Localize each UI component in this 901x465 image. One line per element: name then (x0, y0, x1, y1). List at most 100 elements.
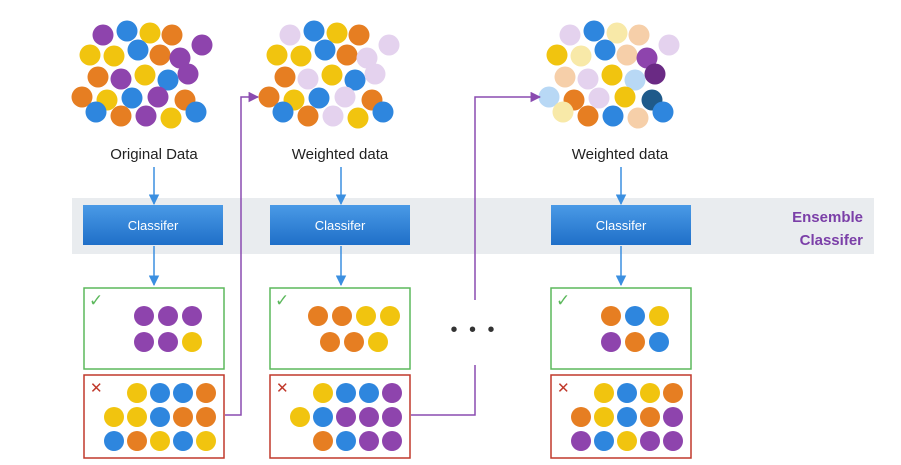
data-point-yellow (103, 45, 125, 67)
data-point-light-purple (577, 68, 599, 90)
data-point-light-purple (364, 63, 386, 85)
check-icon: ✓ (89, 291, 103, 311)
data-point-blue (157, 69, 179, 91)
data-point-blue (104, 431, 124, 451)
data-point-orange (313, 431, 333, 451)
data-point-light-purple (334, 86, 356, 108)
data-point-purple (147, 86, 169, 108)
check-icon: ✓ (556, 291, 570, 311)
data-point-purple (135, 105, 157, 127)
data-point-orange (127, 431, 147, 451)
stage-weighted-2: Weighted data Classifer ✓ ✕ (538, 20, 692, 459)
data-point-yellow (79, 44, 101, 66)
data-point-blue (625, 306, 645, 326)
data-point-yellow (326, 22, 348, 44)
data-point-purple (336, 407, 356, 427)
data-point-purple (134, 332, 154, 352)
data-point-blue (583, 20, 605, 42)
data-point-orange (110, 105, 132, 127)
classifier-label: Classifer (315, 218, 366, 233)
data-point-purple (359, 407, 379, 427)
data-point-purple (601, 332, 621, 352)
correct-dots (601, 306, 669, 352)
data-point-blue (185, 101, 207, 123)
data-point-yellow (546, 44, 568, 66)
data-point-light-purple (588, 87, 610, 109)
correct-box (550, 287, 692, 370)
data-point-blue (652, 101, 674, 123)
data-point-yellow (127, 407, 147, 427)
data-point-orange (571, 407, 591, 427)
data-point-light-yellow (570, 45, 592, 67)
data-point-purple (92, 24, 114, 46)
data-point-orange (320, 332, 340, 352)
data-point-yellow (380, 306, 400, 326)
data-point-blue (121, 87, 143, 109)
data-label: Weighted data (572, 146, 669, 163)
cross-icon: ✕ (557, 379, 570, 397)
data-point-orange (308, 306, 328, 326)
data-cloud (258, 20, 400, 129)
data-point-blue (372, 101, 394, 123)
classifier-box (270, 205, 410, 245)
data-point-blue (359, 383, 379, 403)
data-point-blue (336, 431, 356, 451)
data-point-blue (116, 20, 138, 42)
data-point-light-blue (538, 86, 560, 108)
feedback-connector-2-upper (474, 91, 542, 300)
data-point-blue (303, 20, 325, 42)
data-point-blue (649, 332, 669, 352)
data-point-blue (594, 39, 616, 61)
data-point-yellow (594, 407, 614, 427)
data-point-yellow (150, 431, 170, 451)
data-point-blue (344, 69, 366, 91)
data-point-purple (640, 431, 660, 451)
data-point-blue (272, 101, 294, 123)
data-point-orange (173, 407, 193, 427)
wrong-dots (290, 383, 402, 451)
data-point-yellow (649, 306, 669, 326)
classifier-label: Classifer (596, 218, 647, 233)
data-point-purple (134, 306, 154, 326)
data-point-yellow (617, 431, 637, 451)
data-point-purple (359, 431, 379, 451)
data-point-orange (161, 24, 183, 46)
data-point-orange (196, 407, 216, 427)
ensemble-label-line-2: Classifer (800, 232, 864, 249)
data-point-yellow (290, 45, 312, 67)
data-point-purple (182, 306, 202, 326)
data-point-orange (196, 383, 216, 403)
data-point-light-purple (322, 105, 344, 127)
data-point-yellow (640, 383, 660, 403)
data-point-light-purple (297, 68, 319, 90)
data-point-orange (71, 86, 93, 108)
data-point-light-purple (559, 24, 581, 46)
classifier-label: Classifer (128, 218, 179, 233)
data-point-blue (308, 87, 330, 109)
data-point-yellow (182, 332, 202, 352)
data-point-blue (173, 383, 193, 403)
data-point-dark-purple (644, 63, 666, 85)
data-point-yellow (134, 64, 156, 86)
correct-box (269, 287, 411, 370)
data-point-blue (314, 39, 336, 61)
data-point-purple (158, 306, 178, 326)
data-point-blue (617, 383, 637, 403)
data-point-light-orange (616, 44, 638, 66)
data-point-purple (663, 407, 683, 427)
data-point-yellow (313, 383, 333, 403)
data-point-orange (149, 44, 171, 66)
data-point-orange (297, 105, 319, 127)
data-label: Original Data (110, 146, 198, 163)
data-point-light-orange (627, 107, 649, 129)
data-point-blue (150, 383, 170, 403)
data-point-yellow (266, 44, 288, 66)
data-point-yellow (290, 407, 310, 427)
cross-icon: ✕ (276, 379, 289, 397)
data-point-light-purple (658, 34, 680, 56)
classifier-box (83, 205, 223, 245)
data-point-blue (150, 407, 170, 427)
data-point-yellow (321, 64, 343, 86)
data-point-purple (571, 431, 591, 451)
